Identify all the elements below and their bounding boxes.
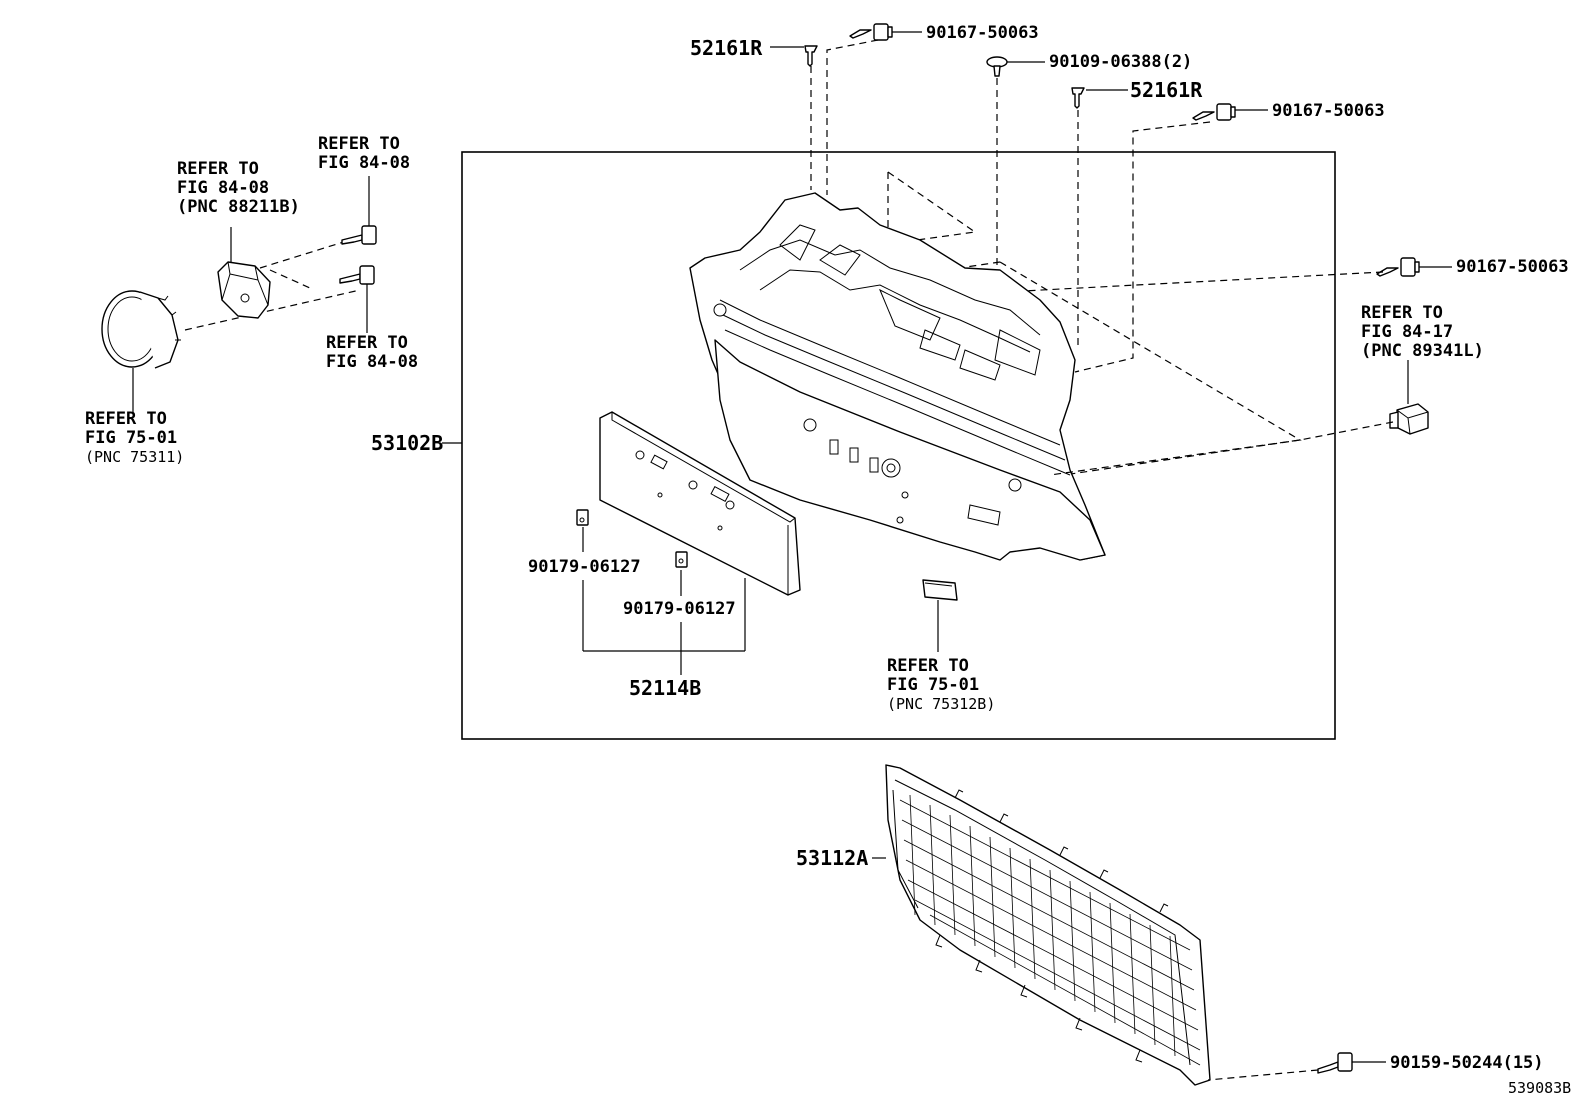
nut-90179-a-icon[interactable] — [576, 509, 589, 526]
drawing-number: 539083B — [1508, 1079, 1571, 1097]
refer-7501-a-line3: (PNC 75311) — [85, 448, 184, 466]
cover-75312b-icon[interactable] — [922, 579, 958, 601]
refer-7501-b-line1: REFER TO — [887, 656, 969, 676]
clip-52161r-mid-icon[interactable] — [1071, 87, 1085, 109]
assembly-box — [461, 151, 1336, 740]
fog-lamp-bezel-icon[interactable] — [101, 290, 181, 369]
label-90109[interactable]: 90109-06388(2) — [1049, 52, 1192, 72]
bolt-90167-mid-icon[interactable] — [1192, 103, 1236, 121]
label-52114b[interactable]: 52114B — [629, 676, 701, 700]
label-53102b[interactable]: 53102B — [371, 431, 443, 455]
sensor-89341l-icon[interactable] — [1389, 403, 1429, 435]
refer-8417-line1: REFER TO — [1361, 303, 1443, 323]
refer-8408-c-line1: REFER TO — [326, 333, 408, 353]
label-90167-mid[interactable]: 90167-50063 — [1272, 101, 1385, 121]
refer-7501-a-line2: FIG 75-01 — [85, 428, 177, 448]
bolt-90167-top-icon[interactable] — [849, 23, 893, 41]
label-52161r-top[interactable]: 52161R — [690, 36, 763, 60]
refer-8408-a-line1: REFER TO — [318, 134, 400, 154]
label-90167-top[interactable]: 90167-50063 — [926, 23, 1039, 43]
license-bracket-52114b[interactable] — [599, 411, 801, 596]
refer-8417-line3: (PNC 89341L) — [1361, 341, 1484, 361]
clip-90109-icon[interactable] — [986, 56, 1008, 77]
label-90167-right[interactable]: 90167-50063 — [1456, 257, 1569, 277]
clip-52161r-top-icon[interactable] — [804, 45, 818, 67]
refer-8408-c-line2: FIG 84-08 — [326, 352, 418, 372]
screw-8408-b-icon[interactable] — [339, 265, 375, 285]
refer-7501-b-line3: (PNC 75312B) — [887, 695, 995, 713]
screw-8408-a-icon[interactable] — [341, 225, 377, 245]
grille-frame-53102b[interactable] — [689, 192, 1106, 561]
refer-7501-b-line2: FIG 75-01 — [887, 675, 979, 695]
refer-8408-b-line3: (PNC 88211B) — [177, 197, 300, 217]
refer-8408-a-line2: FIG 84-08 — [318, 153, 410, 173]
bolt-90167-right-icon[interactable] — [1376, 257, 1420, 277]
refer-7501-a-line1: REFER TO — [85, 409, 167, 429]
label-90179-b[interactable]: 90179-06127 — [623, 599, 736, 619]
fog-bracket-88211b-icon[interactable] — [217, 261, 271, 319]
label-53112a[interactable]: 53112A — [796, 846, 868, 870]
lower-grille-53112a[interactable] — [885, 764, 1211, 1086]
screw-90159-icon[interactable] — [1317, 1052, 1353, 1074]
label-90179-a[interactable]: 90179-06127 — [528, 557, 641, 577]
refer-8417-line2: FIG 84-17 — [1361, 322, 1453, 342]
refer-8408-b-line1: REFER TO — [177, 159, 259, 179]
nut-90179-b-icon[interactable] — [675, 551, 688, 568]
refer-8408-b-line2: FIG 84-08 — [177, 178, 269, 198]
label-90159[interactable]: 90159-50244(15) — [1390, 1053, 1544, 1073]
label-52161r-mid[interactable]: 52161R — [1130, 78, 1203, 102]
